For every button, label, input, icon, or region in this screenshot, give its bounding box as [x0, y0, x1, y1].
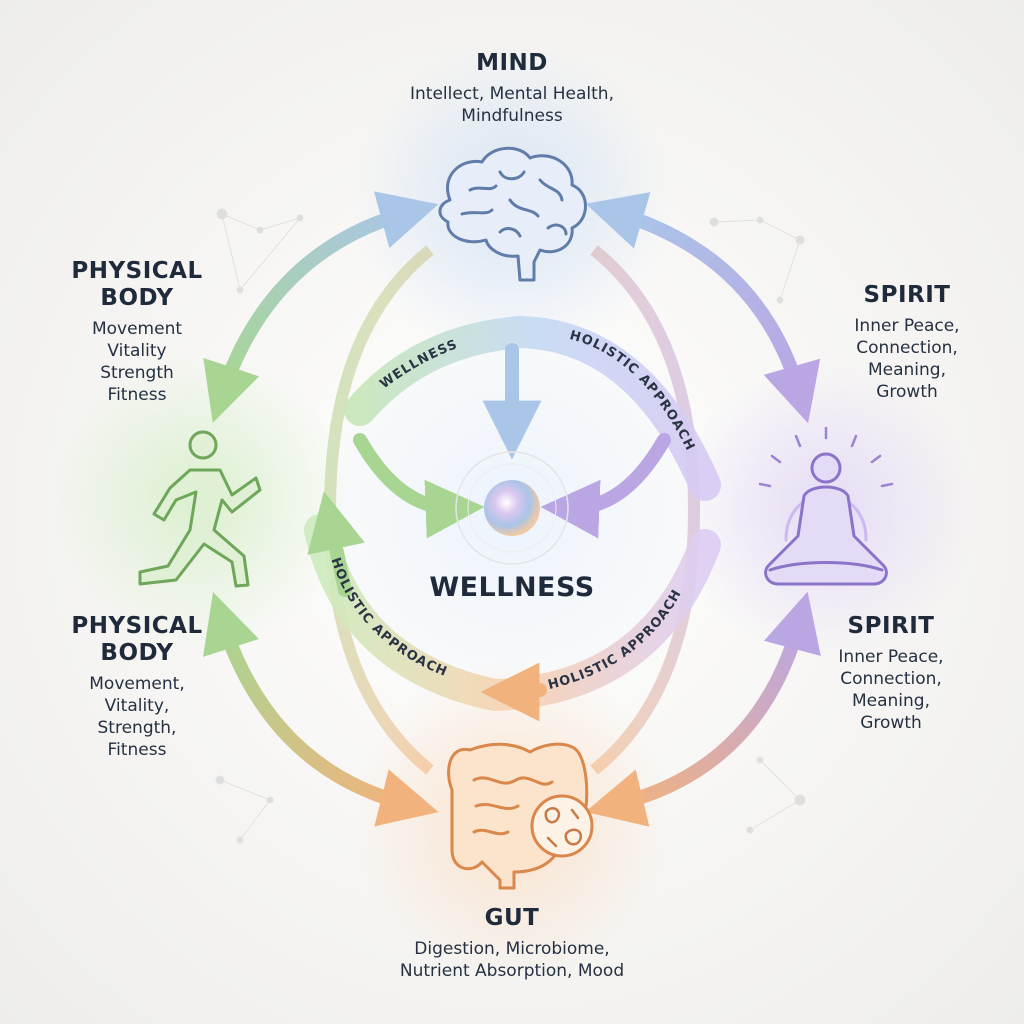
spirit-description-bottom: Inner Peace, Connection, Meaning, Growth [838, 647, 944, 733]
gut-node: GUT Digestion, Microbiome, Nutrient Abso… [332, 905, 692, 982]
mind-node: MIND Intellect, Mental Health, Mindfulne… [352, 50, 672, 127]
physical-body-title-top: PHYSICAL BODY [71, 258, 203, 311]
arrow-bottom-right [480, 662, 547, 722]
runner-icon [138, 430, 262, 588]
spirit-node-bottom: SPIRIT Inner Peace, Connection, Meaning,… [796, 613, 986, 734]
physical-body-description-top: Movement Vitality Strength Fitness [91, 319, 183, 405]
mind-title: MIND [476, 50, 548, 76]
physical-body-node-top: PHYSICAL BODY Movement Vitality Strength… [42, 258, 232, 406]
arrow-spirit-gut [585, 591, 821, 827]
arrow-mind-spirit [585, 192, 821, 424]
physical-body-description-bottom: Movement, Vitality, Strength, Fitness [89, 674, 185, 760]
spirit-title-bottom: SPIRIT [847, 613, 935, 639]
center-orb [455, 451, 569, 565]
microbe-icon [530, 794, 594, 858]
arrow-physical-gut [202, 592, 439, 827]
arrow-mind-physical [203, 191, 439, 423]
meditation-icon [758, 426, 894, 586]
physical-body-node-bottom: PHYSICAL BODY Movement, Vitality, Streng… [42, 613, 232, 761]
spirit-node-top: SPIRIT Inner Peace, Connection, Meaning,… [812, 282, 1002, 403]
arrow-right-center [540, 433, 671, 539]
center-title: WELLNESS [429, 572, 595, 603]
physical-body-title-bottom: PHYSICAL BODY [71, 613, 203, 666]
spirit-title-top: SPIRIT [863, 282, 951, 308]
center-arrows [307, 343, 671, 722]
gut-title: GUT [484, 905, 540, 931]
brain-icon [438, 146, 587, 282]
outer-arrows [202, 191, 821, 827]
mind-description: Intellect, Mental Health, Mindfulness [410, 84, 614, 126]
arrow-bottom-left [307, 491, 365, 597]
band-top [344, 315, 721, 501]
spirit-description-top: Inner Peace, Connection, Meaning, Growth [854, 316, 960, 402]
gut-description: Digestion, Microbiome, Nutrient Absorpti… [399, 939, 625, 981]
arrow-left-center [353, 433, 485, 539]
